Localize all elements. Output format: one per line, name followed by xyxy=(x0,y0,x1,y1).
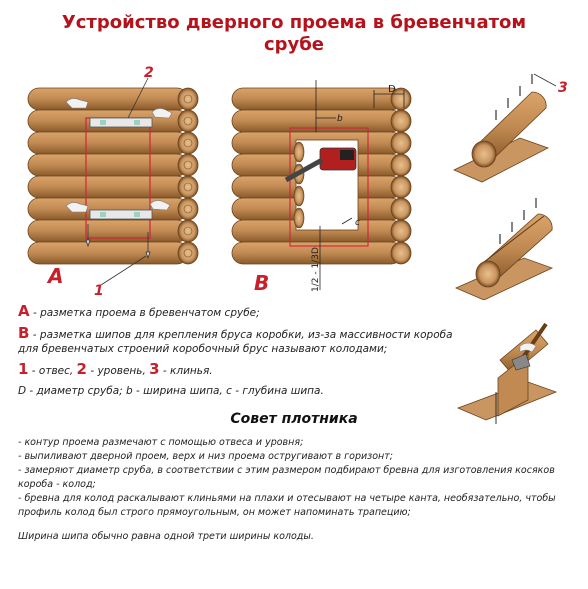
legend-n3: 3 xyxy=(149,360,160,378)
legend-dims: D - диаметр сруба; b - ширина шипа, c - … xyxy=(18,385,324,397)
legend-numbers: 1 - отвес, 2 - уровень, 3 - клинья. xyxy=(18,362,458,378)
label-a: A xyxy=(46,264,63,288)
legend-b-text: - разметка шипов для крепления бруса кор… xyxy=(18,329,453,355)
title-line-2: срубе xyxy=(263,34,325,55)
label-b: B xyxy=(254,271,269,295)
advice-note: Ширина шипа обычно равна одной трети шир… xyxy=(18,531,314,542)
title-line-1: Устройство дверного проема в бревенчатом xyxy=(61,12,527,33)
legend-n3-text: - клинья. xyxy=(159,365,213,377)
chainsaw-icon xyxy=(284,147,357,183)
illustrations-lower xyxy=(456,322,558,424)
advice-item: - контур проема размечают с помощью отве… xyxy=(18,437,304,448)
legend-a-text: - разметка проема в бревенчатом срубе; xyxy=(29,307,260,319)
legend-n2-text: - уровень, xyxy=(86,365,150,377)
illustrations: 2 1 A xyxy=(27,65,568,300)
wall-a: 2 1 A xyxy=(27,65,199,299)
wall-b: D b c 1/2 - 1/3D B xyxy=(231,80,412,295)
advice-item: - замеряют диаметр сруба, в соответствии… xyxy=(18,465,555,490)
plumb-bob-icon xyxy=(85,224,151,260)
label-3: 3 xyxy=(558,80,568,96)
hand-icon xyxy=(65,98,173,213)
level-tool-bottom xyxy=(89,209,153,220)
legend-n1: 1 xyxy=(18,360,29,378)
log-split-step-2 xyxy=(454,198,554,300)
log-split-step-3 xyxy=(456,322,558,424)
label-1: 1 xyxy=(94,283,104,299)
advice-item: - бревна для колод раскалывают клиньями … xyxy=(18,493,556,518)
legend-a: A - разметка проема в бревенчатом срубе; xyxy=(18,304,458,320)
advice-title: Совет плотника xyxy=(230,411,358,427)
legend: A - разметка проема в бревенчатом срубе;… xyxy=(18,304,458,404)
legend-n1-text: - отвес, xyxy=(28,365,77,377)
axe-icon xyxy=(511,322,548,371)
log-split-step-1: 3 xyxy=(453,73,568,183)
opening-outline-b xyxy=(289,127,369,247)
legend-a-letter: A xyxy=(18,302,30,320)
label-d: D xyxy=(388,84,396,95)
advice-list: - контур проема размечают с помощью отве… xyxy=(18,436,573,544)
legend-n2: 2 xyxy=(76,360,87,378)
level-tool-top xyxy=(89,117,153,128)
advice-item: - выпиливают дверной проем, верх и низ п… xyxy=(18,451,393,462)
diagram-title: Устройство дверного проема в бревенчатом… xyxy=(0,12,588,56)
label-dimension: 1/2 - 1/3D xyxy=(311,247,321,292)
legend-b: B - разметка шипов для крепления бруса к… xyxy=(18,326,458,356)
label-b-small: b xyxy=(337,114,343,124)
label-2: 2 xyxy=(144,65,154,81)
legend-b-letter: B xyxy=(18,324,30,342)
label-c: c xyxy=(355,218,360,228)
